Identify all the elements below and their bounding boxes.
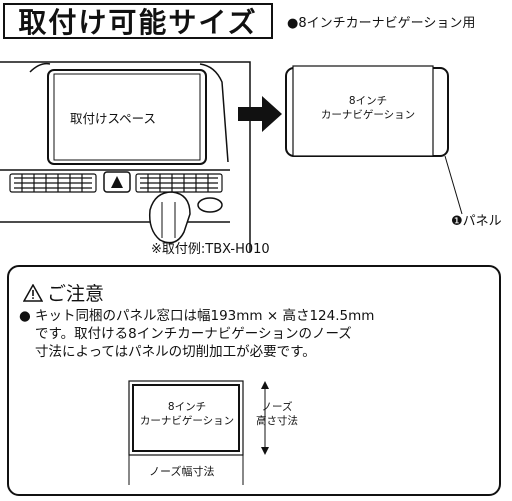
panel-navi-label-line1: 8インチ — [348, 95, 388, 107]
notice-line-2: です。取付ける8インチカーナビゲーションのノーズ — [35, 326, 352, 342]
nose-dimension-diagram — [128, 380, 269, 485]
air-vent-right — [135, 173, 223, 193]
nose-width-label: ノーズ幅寸法 — [149, 465, 215, 478]
shift-lever — [148, 191, 191, 244]
arrow-right — [238, 96, 282, 132]
title-box: 取付け可能サイズ — [3, 3, 273, 39]
diagram-navi-label-line1: 8インチ — [167, 401, 207, 413]
diagram-navi-label: 8インチ カーナビゲーション — [137, 400, 237, 428]
example-caption: ※取付例:TBX-H010 — [151, 242, 270, 257]
notice-box: ご注意 ● キット同梱のパネル窓口は幅193mm × 高さ124.5mm です。… — [7, 265, 501, 496]
install-space-inner — [53, 73, 201, 161]
warning-icon — [23, 283, 43, 302]
panel-navi-label-line2: カーナビゲーション — [320, 109, 416, 121]
notice-title-text: ご注意 — [47, 283, 105, 305]
notice-body: ● キット同梱のパネル窓口は幅193mm × 高さ124.5mm です。取付ける… — [19, 307, 489, 361]
panel-callout-line — [444, 155, 463, 215]
notice-bullet: ● — [19, 308, 31, 324]
panel-navi-label: 8インチ カーナビゲーション — [318, 94, 418, 122]
notice-line-1: キット同梱のパネル窓口は幅193mm × 高さ124.5mm — [35, 308, 375, 324]
install-space-label: 取付けスペース — [70, 111, 157, 126]
height-arrow-top — [261, 381, 269, 389]
nose-inner — [132, 384, 240, 452]
panel-window — [292, 65, 434, 157]
air-vent-left — [9, 173, 97, 193]
dashboard-curve — [29, 62, 229, 163]
knob — [197, 197, 223, 213]
dashboard-outline — [0, 61, 251, 252]
hazard-icon — [111, 176, 123, 188]
nose-height-label-line1: ノーズ — [261, 401, 293, 413]
panel-callout-label: ❶パネル — [451, 214, 502, 229]
notice-line-3: 寸法によってはパネルの切削加工が必要です。 — [35, 344, 316, 360]
diagram-navi-label-line2: カーナビゲーション — [139, 415, 235, 427]
installation-illustration — [0, 61, 463, 252]
notice-title: ご注意 — [23, 279, 104, 306]
page-subtitle: ●8インチカーナビゲーション用 — [287, 16, 476, 31]
nose-height-label-line2: 高さ寸法 — [256, 415, 298, 427]
nose-height-label: ノーズ 高さ寸法 — [247, 400, 307, 428]
height-arrow-bottom — [261, 447, 269, 455]
page-title: 取付け可能サイズ — [18, 6, 258, 39]
